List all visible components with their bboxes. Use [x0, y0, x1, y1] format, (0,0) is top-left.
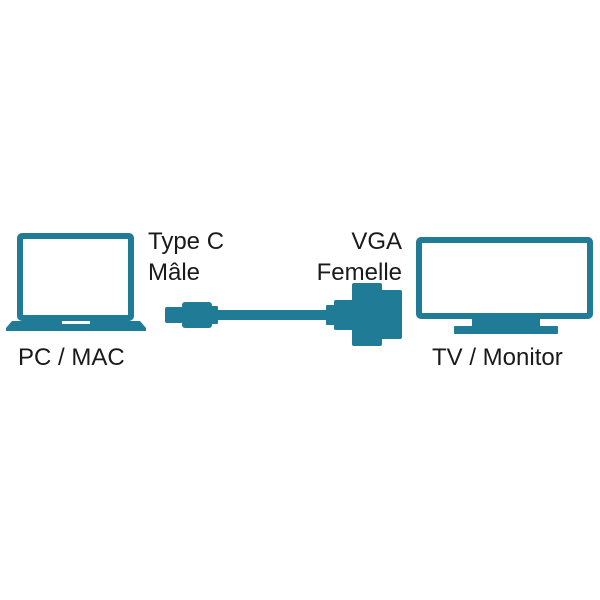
usb-c-tip	[165, 307, 183, 323]
monitor-screen	[416, 237, 593, 319]
vga-neck	[334, 300, 354, 330]
monitor-icon	[416, 237, 593, 334]
vga-label: VGA	[351, 228, 402, 255]
laptop-trackpad-notch	[62, 321, 90, 324]
vga-housing	[352, 283, 382, 346]
usb-c-body	[182, 302, 212, 328]
vga-flange	[380, 290, 402, 339]
type-c-label: Type C	[148, 228, 225, 255]
laptop-icon	[6, 233, 146, 331]
vga-connector-icon	[326, 283, 402, 346]
laptop-screen	[17, 233, 134, 321]
usb-c-connector-icon	[165, 302, 218, 328]
pc-label: PC / MAC	[18, 344, 125, 371]
monitor-stand-base	[454, 326, 558, 334]
vga-cable-boot	[326, 305, 336, 325]
monitor-stand-neck	[472, 319, 540, 326]
female-label: Femelle	[316, 259, 402, 286]
cable-icon	[216, 310, 328, 320]
laptop-base	[6, 321, 146, 331]
male-label: Mâle	[148, 259, 201, 286]
tv-monitor-label: TV / Monitor	[432, 344, 563, 371]
